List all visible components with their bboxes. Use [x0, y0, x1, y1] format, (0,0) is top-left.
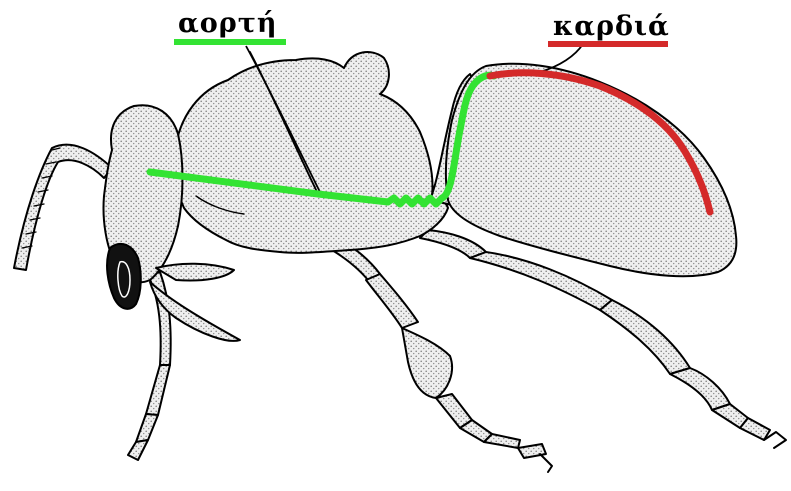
heart-label: καρδιά	[553, 13, 670, 40]
aorta-label: αορτή	[178, 10, 278, 37]
antenna	[14, 145, 112, 270]
thorax	[174, 52, 448, 253]
compound-eye	[107, 244, 141, 309]
middle-leg	[332, 240, 552, 472]
